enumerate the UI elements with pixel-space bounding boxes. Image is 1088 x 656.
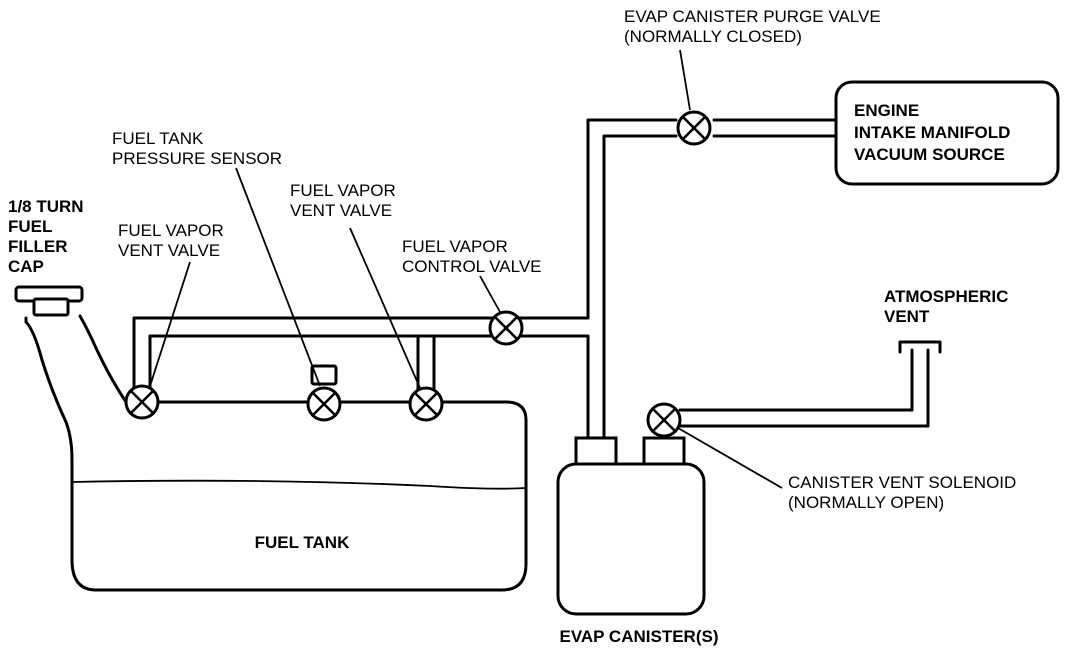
filler-cap-label: 1/8 TURN FUEL FILLER CAP [8, 197, 84, 276]
label-vent-valve-right: FUEL VAPOR VENT VALVE [290, 181, 396, 220]
fuel-filler-cap [14, 285, 84, 317]
valve-pressure-sensor [306, 386, 342, 422]
label-atmospheric-vent: ATMOSPHERIC VENT [884, 287, 1008, 326]
svg-text:PRESSURE SENSOR: PRESSURE SENSOR [112, 149, 282, 168]
svg-text:(NORMALLY OPEN): (NORMALLY OPEN) [788, 493, 944, 512]
svg-text:VENT: VENT [884, 307, 930, 326]
filler-cap-neck [32, 297, 70, 317]
svg-text:FUEL TANK: FUEL TANK [112, 129, 204, 148]
fuel-tank-label: FUEL TANK [255, 533, 350, 552]
svg-text:CANISTER VENT SOLENOID: CANISTER VENT SOLENOID [788, 473, 1016, 492]
svg-text:FUEL VAPOR: FUEL VAPOR [402, 237, 508, 256]
label-pressure-sensor: FUEL TANK PRESSURE SENSOR [112, 129, 282, 168]
svg-text:FUEL VAPOR: FUEL VAPOR [290, 181, 396, 200]
atmospheric-vent-cap [898, 340, 942, 354]
valve-purge [676, 110, 712, 146]
valve-vent-solenoid [646, 402, 682, 438]
label-vent-valve-left: FUEL VAPOR VENT VALVE [118, 221, 224, 260]
canister-label: EVAP CANISTER(S) [559, 627, 718, 646]
evap-canister [556, 436, 706, 616]
canister-body [556, 462, 706, 616]
valve-vent-left [124, 384, 160, 420]
fuel-tank: FUEL TANK [24, 314, 528, 592]
label-control-valve: FUEL VAPOR CONTROL VALVE [402, 237, 542, 276]
engine-label: ENGINE INTAKE MANIFOLD VACUUM SOURCE [854, 101, 1010, 164]
valve-control [488, 310, 524, 346]
svg-text:EVAP CANISTER PURGE VALVE: EVAP CANISTER PURGE VALVE [624, 7, 881, 26]
svg-text:VACUUM SOURCE: VACUUM SOURCE [854, 145, 1005, 164]
vapor-lines [132, 118, 930, 440]
svg-text:ATMOSPHERIC: ATMOSPHERIC [884, 287, 1008, 306]
label-vent-solenoid: CANISTER VENT SOLENOID (NORMALLY OPEN) [788, 473, 1016, 512]
svg-text:ENGINE: ENGINE [854, 101, 919, 120]
svg-text:(NORMALLY CLOSED): (NORMALLY CLOSED) [624, 27, 802, 46]
svg-text:VENT VALVE: VENT VALVE [290, 201, 392, 220]
label-purge-valve: EVAP CANISTER PURGE VALVE (NORMALLY CLOS… [624, 7, 881, 46]
svg-text:FILLER: FILLER [8, 237, 68, 256]
svg-text:1/8 TURN: 1/8 TURN [8, 197, 84, 216]
svg-text:VENT VALVE: VENT VALVE [118, 241, 220, 260]
svg-text:FUEL VAPOR: FUEL VAPOR [118, 221, 224, 240]
valve-vent-right [408, 386, 444, 422]
engine-intake-box [834, 80, 1060, 186]
svg-text:CONTROL VALVE: CONTROL VALVE [402, 257, 542, 276]
svg-text:FUEL: FUEL [8, 217, 52, 236]
svg-text:INTAKE MANIFOLD: INTAKE MANIFOLD [854, 123, 1010, 142]
fuel-level-line [71, 479, 527, 490]
svg-text:CAP: CAP [8, 257, 44, 276]
leader-lines [149, 49, 783, 489]
fuel-tank-outline [24, 314, 528, 592]
